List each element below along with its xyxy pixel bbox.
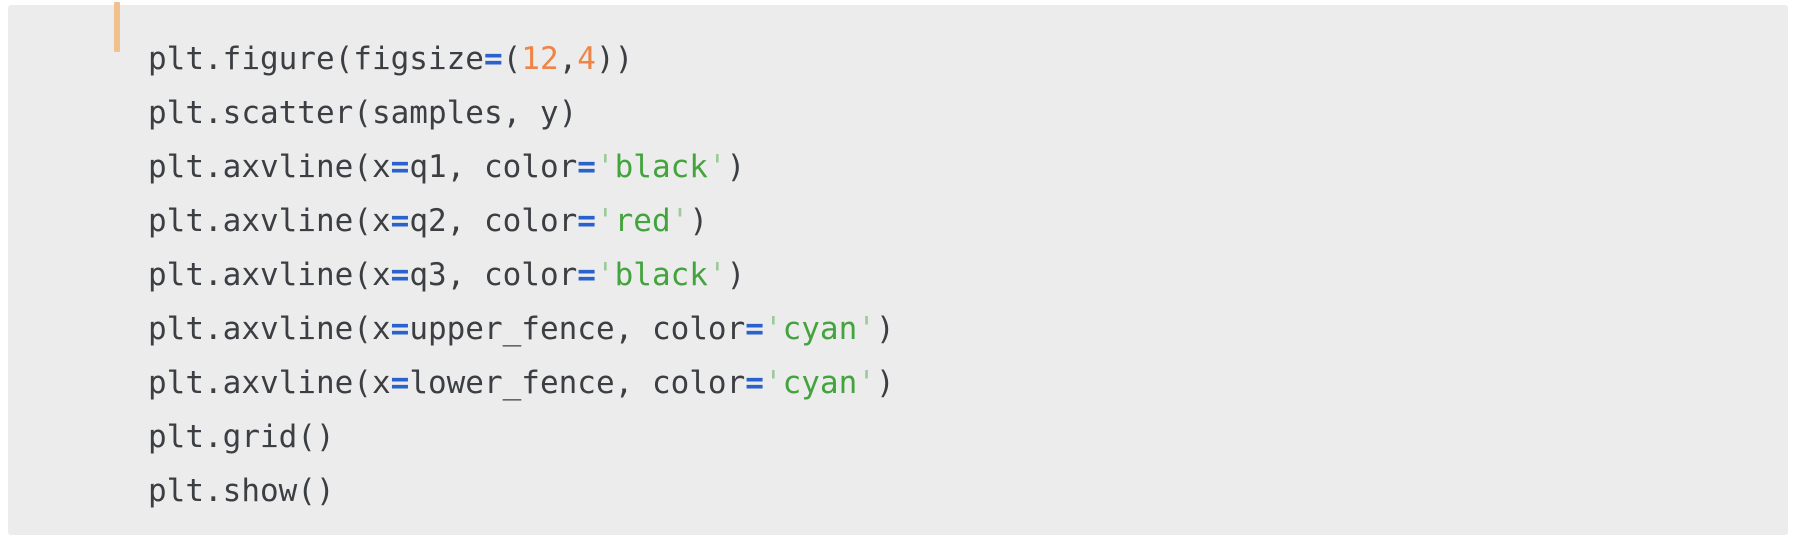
code-token-plain: ) <box>689 203 708 239</box>
code-token-plain: upper_fence, color <box>409 311 746 347</box>
code-token-plain: ) <box>875 311 895 347</box>
code-cell[interactable]: plt.figure(figsize=(12,4))plt.scatter(sa… <box>8 5 1788 535</box>
code-token-quote: ' <box>763 365 783 401</box>
code-token-plain: ) <box>875 365 895 401</box>
code-token-operator: = <box>577 203 596 239</box>
code-line: plt.axvline(x=upper_fence, color='cyan') <box>148 302 895 356</box>
code-line: plt.axvline(x=q1, color='black') <box>148 140 895 194</box>
code-token-string: cyan <box>782 365 858 401</box>
code-token-plain: q2, color <box>409 203 578 239</box>
code-token-plain: plt.axvline(x <box>148 311 391 347</box>
code-token-plain: plt.scatter(samples, y) <box>148 95 578 131</box>
code-token-number: 4 <box>577 41 596 77</box>
code-line: plt.axvline(x=q2, color='red') <box>148 194 895 248</box>
code-token-operator: = <box>745 365 764 401</box>
code-token-plain: q1, color <box>409 149 578 185</box>
code-token-quote: ' <box>707 257 727 293</box>
code-token-plain: plt.show() <box>148 473 335 509</box>
code-token-plain: plt.figure(figsize <box>148 41 484 77</box>
code-token-plain: ) <box>726 149 746 185</box>
code-line: plt.figure(figsize=(12,4)) <box>148 32 895 86</box>
code-token-plain: )) <box>595 41 634 77</box>
code-token-plain: plt.axvline(x <box>148 203 391 239</box>
code-token-plain: ( <box>502 41 522 77</box>
code-token-string: black <box>614 257 708 293</box>
code-token-quote: ' <box>763 311 783 347</box>
code-token-operator: = <box>390 257 410 293</box>
code-token-operator: = <box>745 311 764 347</box>
code-token-plain: plt.axvline(x <box>148 257 391 293</box>
code-token-string: red <box>614 203 671 239</box>
code-line: plt.axvline(x=q3, color='black') <box>148 248 895 302</box>
code-token-number: 12 <box>521 41 559 77</box>
code-token-plain: q3, color <box>409 257 578 293</box>
code-line: plt.show() <box>148 464 895 518</box>
code-token-operator: = <box>577 257 596 293</box>
code-token-operator: = <box>577 149 596 185</box>
code-editor[interactable]: plt.figure(figsize=(12,4))plt.scatter(sa… <box>148 32 895 518</box>
code-token-operator: = <box>390 149 410 185</box>
code-token-string: black <box>614 149 708 185</box>
code-token-quote: ' <box>595 257 615 293</box>
code-line: plt.grid() <box>148 410 895 464</box>
code-token-operator: = <box>390 203 410 239</box>
code-token-quote: ' <box>670 203 690 239</box>
code-token-operator: = <box>390 311 410 347</box>
code-line: plt.axvline(x=lower_fence, color='cyan') <box>148 356 895 410</box>
code-token-plain: plt.axvline(x <box>148 149 391 185</box>
code-token-operator: = <box>483 41 503 77</box>
code-token-quote: ' <box>595 203 615 239</box>
code-token-plain: lower_fence, color <box>409 365 746 401</box>
code-token-string: cyan <box>782 311 858 347</box>
code-token-plain: ) <box>726 257 746 293</box>
cell-focus-indicator-bar <box>114 2 120 52</box>
code-token-quote: ' <box>857 311 876 347</box>
code-token-quote: ' <box>707 149 727 185</box>
code-token-plain: , <box>558 41 578 77</box>
code-line: plt.scatter(samples, y) <box>148 86 895 140</box>
code-token-operator: = <box>390 365 410 401</box>
code-token-quote: ' <box>595 149 615 185</box>
code-token-plain: plt.grid() <box>148 419 335 455</box>
code-token-plain: plt.axvline(x <box>148 365 391 401</box>
code-token-quote: ' <box>857 365 876 401</box>
